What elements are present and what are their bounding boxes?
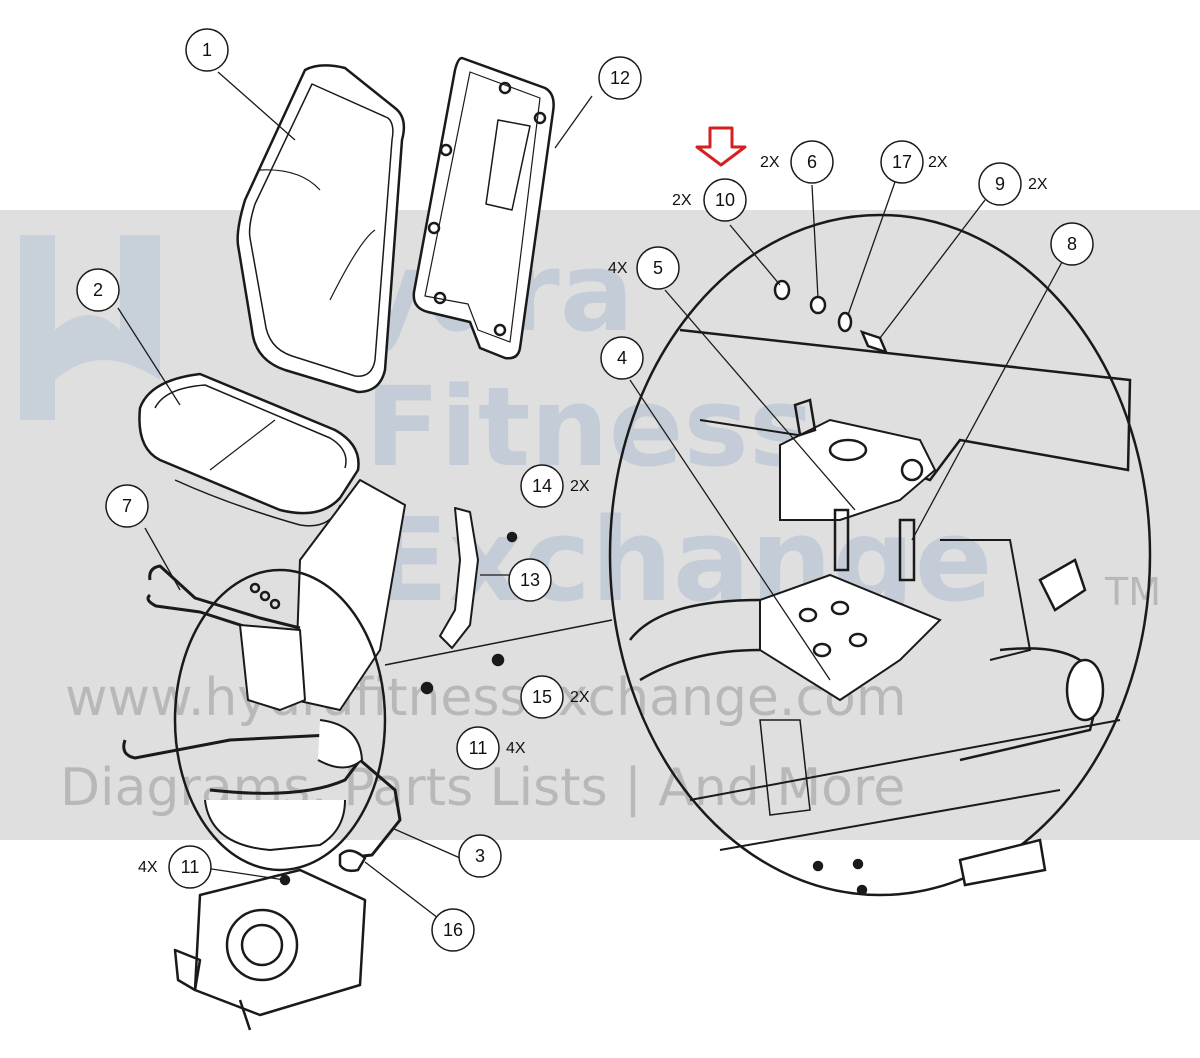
lower-tube — [122, 733, 331, 760]
svg-text:6: 6 — [807, 152, 817, 172]
callout-11-upper: 11 4X — [456, 726, 526, 770]
parts-drawing — [122, 56, 555, 1031]
svg-text:14: 14 — [532, 476, 552, 496]
svg-text:2X: 2X — [570, 478, 590, 495]
callout-2: 2 — [76, 268, 120, 312]
callouts: 1 2 3 4 5 4X 6 2X 7 8 — [76, 28, 1094, 952]
fastener-10 — [773, 279, 791, 301]
back-pad — [236, 64, 406, 394]
svg-text:4X: 4X — [138, 859, 158, 876]
svg-text:4: 4 — [617, 348, 627, 368]
svg-text:3: 3 — [475, 846, 485, 866]
svg-text:4X: 4X — [608, 260, 628, 277]
callout-15: 15 2X — [520, 675, 590, 719]
fastener-17 — [837, 311, 853, 333]
detail-circle-small — [173, 568, 387, 872]
svg-text:2: 2 — [93, 280, 103, 300]
highlight-arrow — [695, 126, 747, 167]
svg-text:11: 11 — [181, 857, 200, 877]
seat-frame — [239, 624, 306, 711]
svg-text:8: 8 — [1067, 234, 1077, 254]
callout-14: 14 2X — [520, 464, 590, 508]
base-unit — [173, 868, 367, 1031]
callout-10: 10 2X — [672, 178, 747, 222]
detail-top-bracket — [779, 418, 937, 521]
callout-3: 3 — [458, 834, 502, 878]
fastener-14 — [506, 531, 518, 543]
fastener-11 — [420, 681, 434, 695]
svg-text:1: 1 — [202, 40, 212, 60]
callout-16: 16 — [431, 908, 475, 952]
svg-text:16: 16 — [443, 920, 463, 940]
back-plate — [412, 56, 555, 360]
detail-circle-large — [608, 213, 1152, 897]
svg-text:5: 5 — [653, 258, 663, 278]
watermark-url: www.hydrafitnessexchange.com — [65, 668, 907, 728]
svg-text:17: 17 — [892, 152, 912, 172]
callout-6: 6 2X — [760, 140, 834, 184]
callout-13: 13 — [508, 558, 552, 602]
tube-end-cap — [338, 849, 367, 873]
callout-4: 4 — [600, 336, 644, 380]
svg-text:15: 15 — [532, 687, 552, 707]
seat-handle — [148, 564, 301, 630]
callout-1: 1 — [185, 28, 229, 72]
svg-text:2X: 2X — [760, 154, 780, 171]
svg-text:2X: 2X — [570, 689, 590, 706]
seat-post — [294, 479, 406, 711]
callout-5: 5 4X — [608, 246, 680, 290]
watermark-logo-mark — [20, 235, 160, 420]
svg-text:2X: 2X — [672, 192, 692, 209]
cable-bracket — [439, 507, 479, 649]
svg-text:12: 12 — [610, 68, 630, 88]
callout-11-lower: 11 4X — [138, 845, 212, 889]
watermark: ydra Fitness Exchange TM www.hydrafitnes… — [20, 228, 1161, 818]
callout-8: 8 — [1050, 222, 1094, 266]
callout-17: 17 2X — [880, 140, 948, 184]
svg-text:13: 13 — [520, 570, 540, 590]
fastener-6 — [809, 295, 827, 315]
svg-text:9: 9 — [995, 174, 1005, 194]
detail-link-line — [384, 619, 613, 666]
fastener-9 — [859, 329, 889, 355]
svg-text:7: 7 — [122, 496, 132, 516]
svg-text:4X: 4X — [506, 740, 526, 757]
leader-lines — [117, 71, 1063, 919]
watermark-band — [0, 210, 1200, 840]
watermark-tm: TM — [1104, 570, 1161, 614]
callout-12: 12 — [598, 56, 642, 100]
svg-text:2X: 2X — [928, 154, 948, 171]
svg-text:10: 10 — [715, 190, 735, 210]
svg-text:11: 11 — [469, 738, 488, 758]
svg-text:2X: 2X — [1028, 176, 1048, 193]
callout-7: 7 — [105, 484, 149, 528]
callout-9: 9 2X — [978, 162, 1048, 206]
detail-view — [173, 213, 1152, 897]
fastener-15 — [491, 653, 505, 667]
